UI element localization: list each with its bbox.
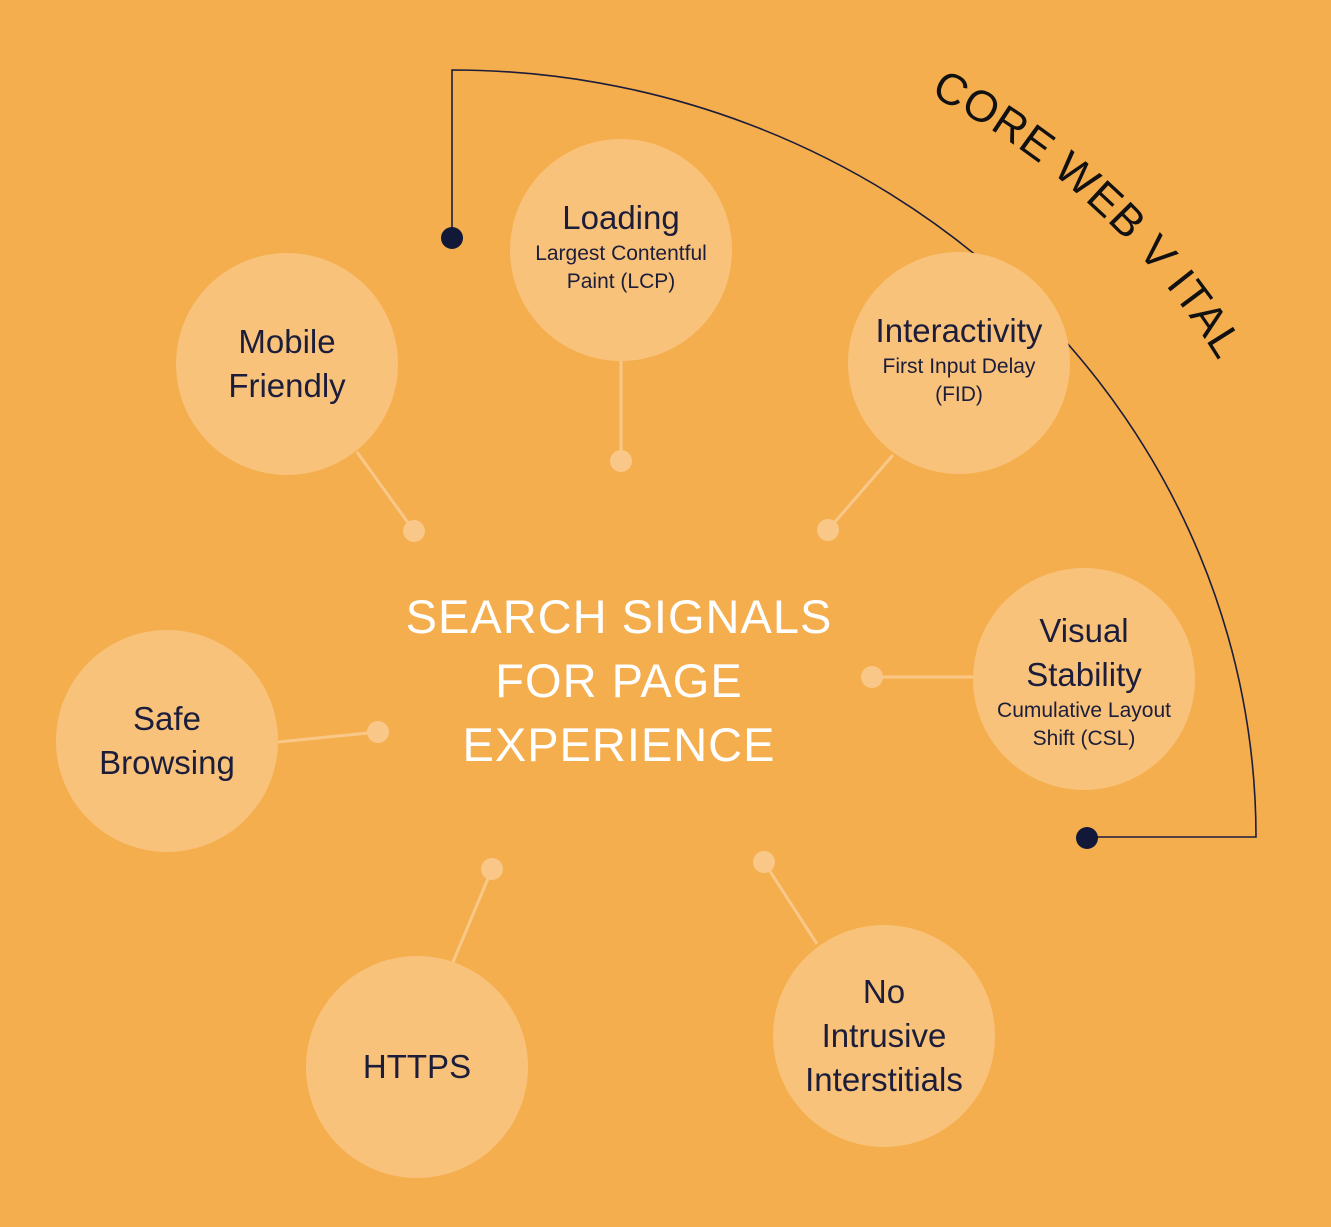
connector-https [451, 868, 494, 963]
node-interactivity-subtitle: First Input Delay (FID) [882, 355, 1036, 406]
node-visual-stability-subtitle: Cumulative Layout Shift (CSL) [997, 699, 1171, 750]
node-interactivity-title: Interactivity [875, 312, 1043, 349]
node-interactivity: Interactivity First Input Delay (FID) [848, 252, 1070, 474]
center-title: SEARCH SIGNALS FOR PAGE EXPERIENCE [405, 590, 833, 771]
connector-dot-https [481, 858, 503, 880]
connector-dot-loading [610, 450, 632, 472]
connector-mobile-friendly [355, 451, 416, 532]
connector-dot-safe-browsing [367, 721, 389, 743]
node-loading-title: Loading [562, 199, 680, 236]
node-no-intrusive-title: No Intrusive Interstitials [805, 973, 963, 1098]
node-no-intrusive-interstitials: No Intrusive Interstitials [773, 925, 995, 1147]
connector-interactivity [826, 454, 895, 531]
bracket-end-dot-bottom [1076, 827, 1098, 849]
connector-no-intrusive [762, 861, 819, 945]
connector-dot-mobile-friendly [403, 520, 425, 542]
bracket-end-dot-top [441, 227, 463, 249]
node-loading: Loading Largest Contentful Paint (LCP) [510, 139, 732, 361]
connector-safe-browsing [277, 730, 379, 744]
node-mobile-friendly-title: Mobile Friendly [228, 323, 346, 404]
node-loading-subtitle: Largest Contentful Paint (LCP) [535, 242, 707, 293]
connector-dot-interactivity [817, 519, 839, 541]
connector-dot-no-intrusive [753, 851, 775, 873]
node-visual-stability-title: Visual Stability [1026, 612, 1142, 693]
node-visual-stability: Visual Stability Cumulative Layout Shift… [973, 568, 1195, 790]
node-https-title: HTTPS [362, 1048, 472, 1085]
node-https: HTTPS [306, 956, 528, 1178]
node-safe-browsing-title: Safe Browsing [99, 700, 235, 781]
node-safe-browsing: Safe Browsing [56, 630, 278, 852]
connector-dot-visual-stability [861, 666, 883, 688]
node-mobile-friendly: Mobile Friendly [176, 253, 398, 475]
